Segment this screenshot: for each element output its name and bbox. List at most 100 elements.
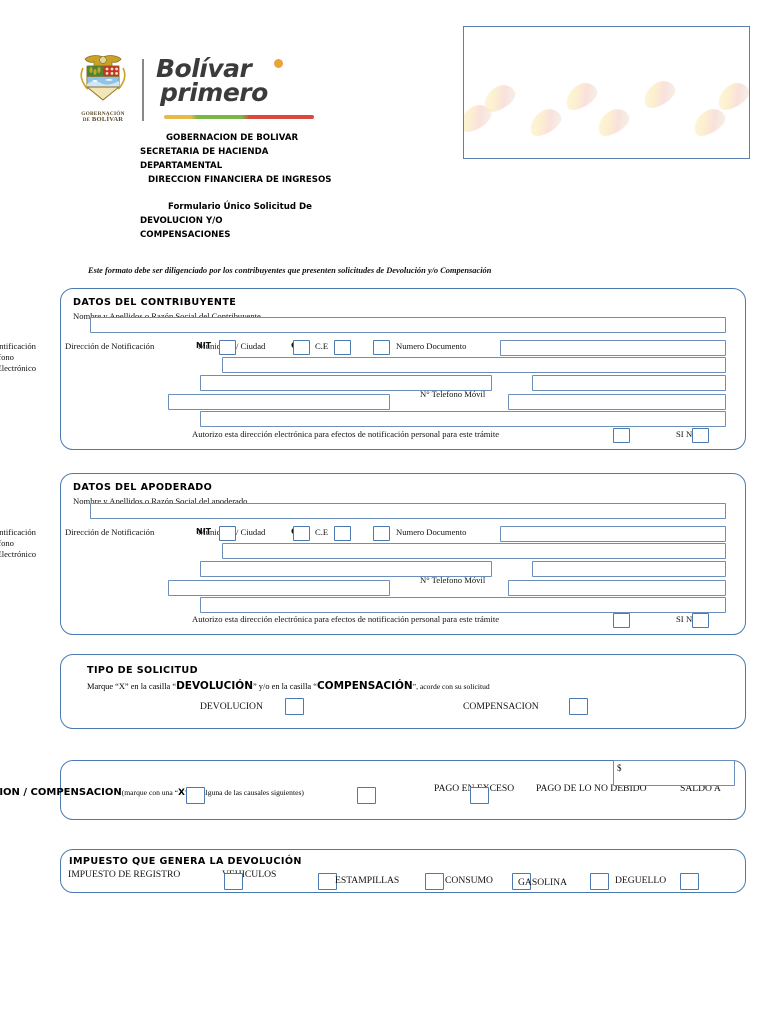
checkbox-gasolina[interactable]: [590, 873, 609, 890]
org-line-1: GOBERNACION DE BOLIVAR: [166, 133, 299, 143]
section-tipo-solicitud: TIPO DE SOLICITUD Marque “X” en la casil…: [60, 654, 746, 729]
input-numero-documento-contribuyente[interactable]: [500, 340, 726, 356]
form-title-line-2: DEVOLUCION Y/O: [140, 216, 223, 226]
label-direccion-notificacion-contribuyente: Dirección de Notificación: [65, 341, 155, 351]
label-gasolina: GASOLINA: [518, 877, 568, 888]
input-numero-documento-apoderado[interactable]: [500, 526, 726, 542]
section-title-apoderado: DATOS DEL APODERADO: [73, 482, 213, 493]
petal-icon: [592, 104, 634, 140]
label-correo-contribuyente: o Electrónico: [0, 363, 37, 373]
instr-part-a: Marque “X” en la casilla “: [87, 682, 177, 691]
label-autorizo-contribuyente: Autorizo esta dirección electrónica para…: [192, 429, 500, 439]
checkbox-consumo[interactable]: [512, 873, 531, 890]
input-nombre-contribuyente[interactable]: [90, 317, 726, 333]
emblem-caption: GOBERNACIÓN de BOLÍVAR: [81, 111, 125, 123]
input-municipio-contribuyente[interactable]: [200, 375, 492, 391]
label-nombre-contribuyente: Nombre y Apellidos o Razón Social del Co…: [73, 311, 263, 321]
emblem-caption-top: GOBERNACIÓN: [81, 111, 125, 117]
checkbox-causal-3[interactable]: [470, 787, 489, 804]
label-vehiculos: VEHICULOS: [222, 869, 277, 880]
checkbox-ti-apoderado[interactable]: [334, 526, 351, 541]
label-estampillas: ESTAMPILLAS: [335, 875, 400, 886]
logo-divider: [142, 59, 144, 121]
checkbox-no-contribuyente[interactable]: [692, 428, 709, 443]
checkbox-ti-contribuyente[interactable]: [334, 340, 351, 355]
causales-instruction-a: (marque con una “: [121, 788, 179, 797]
petal-icon: [560, 78, 602, 114]
checkbox-causal-2[interactable]: [357, 787, 376, 804]
petal-icon: [712, 78, 749, 114]
section-datos-apoderado: DATOS DEL APODERADO Nombre y Apellidos o…: [60, 473, 746, 635]
input-correo-apoderado[interactable]: [200, 597, 726, 613]
form-title-line-3: COMPENSACIONES: [140, 230, 231, 240]
label-tipo-identificacion-apoderado: de Identificación: [0, 527, 36, 537]
instr-devolucion-bold: DEVOLUCIÓN: [176, 680, 253, 692]
instruction-note: Este formato debe ser diligenciado por l…: [88, 266, 492, 275]
input-telefono-movil-contribuyente[interactable]: [508, 394, 726, 410]
checkbox-causal-1[interactable]: [186, 787, 205, 804]
section-title-impuesto: IMPUESTO QUE GENERA LA DEVOLUCIÓN: [69, 856, 302, 867]
checkbox-deguello[interactable]: [680, 873, 699, 890]
input-nombre-apoderado[interactable]: [90, 503, 726, 519]
brand-line-2: primero: [160, 78, 268, 107]
brand-line-1: Bolívar: [156, 54, 252, 83]
tipo-solicitud-instruction: Marque “X” en la casilla “DEVOLUCIÓN” y/…: [87, 680, 490, 692]
input-correo-contribuyente[interactable]: [200, 411, 726, 427]
causales-instruction-b: ” por alguna de las causales siguientes): [185, 788, 304, 797]
input-departamento-apoderado[interactable]: [532, 561, 726, 577]
input-departamento-contribuyente[interactable]: [532, 375, 726, 391]
checkbox-compensacion[interactable]: [569, 698, 588, 715]
input-direccion-apoderado[interactable]: [222, 543, 726, 559]
org-line-3: DEPARTAMENTAL: [140, 161, 223, 171]
emblem-caption-bottom: de BOLÍVAR: [82, 116, 124, 123]
section-title-contribuyente: DATOS DEL CONTRIBUYENTE: [73, 297, 237, 308]
label-deguello: DEGUELLO: [615, 875, 667, 886]
label-devolucion-option: DEVOLUCION: [200, 701, 263, 712]
instr-part-c: ” y/o en la casilla “: [253, 682, 317, 691]
checkbox-estampillas[interactable]: [425, 873, 444, 890]
checkbox-devolucion[interactable]: [285, 698, 304, 715]
checkbox-vehiculos[interactable]: [318, 873, 337, 890]
brand-color-bar-icon: [164, 115, 314, 119]
label-si-apoderado: SI: [676, 614, 684, 624]
label-telefono-movil-apoderado: N° Telefono Móvil: [420, 575, 486, 585]
logo-block: GOBERNACIÓN de BOLÍVAR Bolívar primero: [72, 52, 342, 128]
organization-heading: GOBERNACION DE BOLIVAR SECRETARIA DE HAC…: [140, 131, 560, 187]
label-ce-contribuyente: C.E: [315, 341, 329, 351]
checkbox-si-contribuyente[interactable]: [613, 428, 630, 443]
label-autorizo-apoderado: Autorizo esta dirección electrónica para…: [192, 614, 500, 624]
form-title-heading: Formulario Único Solicitud De DEVOLUCION…: [140, 200, 560, 242]
causales-title-cut: CION / COMPENSACION: [0, 787, 122, 798]
checkbox-cc-contribuyente[interactable]: [293, 340, 310, 355]
input-telefono-apoderado[interactable]: [168, 580, 390, 596]
label-correo-apoderado: o Electrónico: [0, 549, 37, 559]
brand-accent-dot-icon: [274, 59, 283, 68]
checkbox-si-apoderado[interactable]: [613, 613, 630, 628]
checkbox-doc-contribuyente[interactable]: [373, 340, 390, 355]
label-nombre-apoderado: Nombre y Apellidos o Razón Social del ap…: [73, 496, 250, 506]
section-causal-devolucion-compensacion: [60, 760, 746, 820]
checkbox-nit-apoderado[interactable]: [219, 526, 236, 541]
form-title-line-1: Formulario Único Solicitud De: [168, 202, 312, 212]
input-telefono-contribuyente[interactable]: [168, 394, 390, 410]
bolivar-coat-of-arms-icon: GOBERNACIÓN de BOLÍVAR: [72, 54, 134, 126]
checkbox-doc-apoderado[interactable]: [373, 526, 390, 541]
label-nit-apoderado: NIT: [196, 527, 212, 536]
input-telefono-movil-apoderado[interactable]: [508, 580, 726, 596]
bolivar-primero-logo: Bolívar primero: [156, 54, 321, 123]
input-municipio-apoderado[interactable]: [200, 561, 492, 577]
input-direccion-contribuyente[interactable]: [222, 357, 726, 373]
label-telefono-apoderado: léfono: [0, 538, 14, 548]
checkbox-no-apoderado[interactable]: [692, 613, 709, 628]
causales-heading: CION / COMPENSACION(marque con una “X” p…: [0, 782, 304, 800]
checkbox-cc-apoderado[interactable]: [293, 526, 310, 541]
checkbox-impuesto-registro[interactable]: [224, 873, 243, 890]
section-impuesto-devolucion: IMPUESTO QUE GENERA LA DEVOLUCIÓN: [60, 849, 746, 893]
label-si-contribuyente: SI: [676, 429, 684, 439]
label-ce-apoderado: C.E: [315, 527, 329, 537]
checkbox-nit-contribuyente[interactable]: [219, 340, 236, 355]
input-monto-causal[interactable]: [613, 760, 735, 786]
label-compensacion-option: COMPENSACION: [463, 701, 539, 712]
instr-part-e: ”, acorde con su solicitud: [412, 682, 490, 691]
